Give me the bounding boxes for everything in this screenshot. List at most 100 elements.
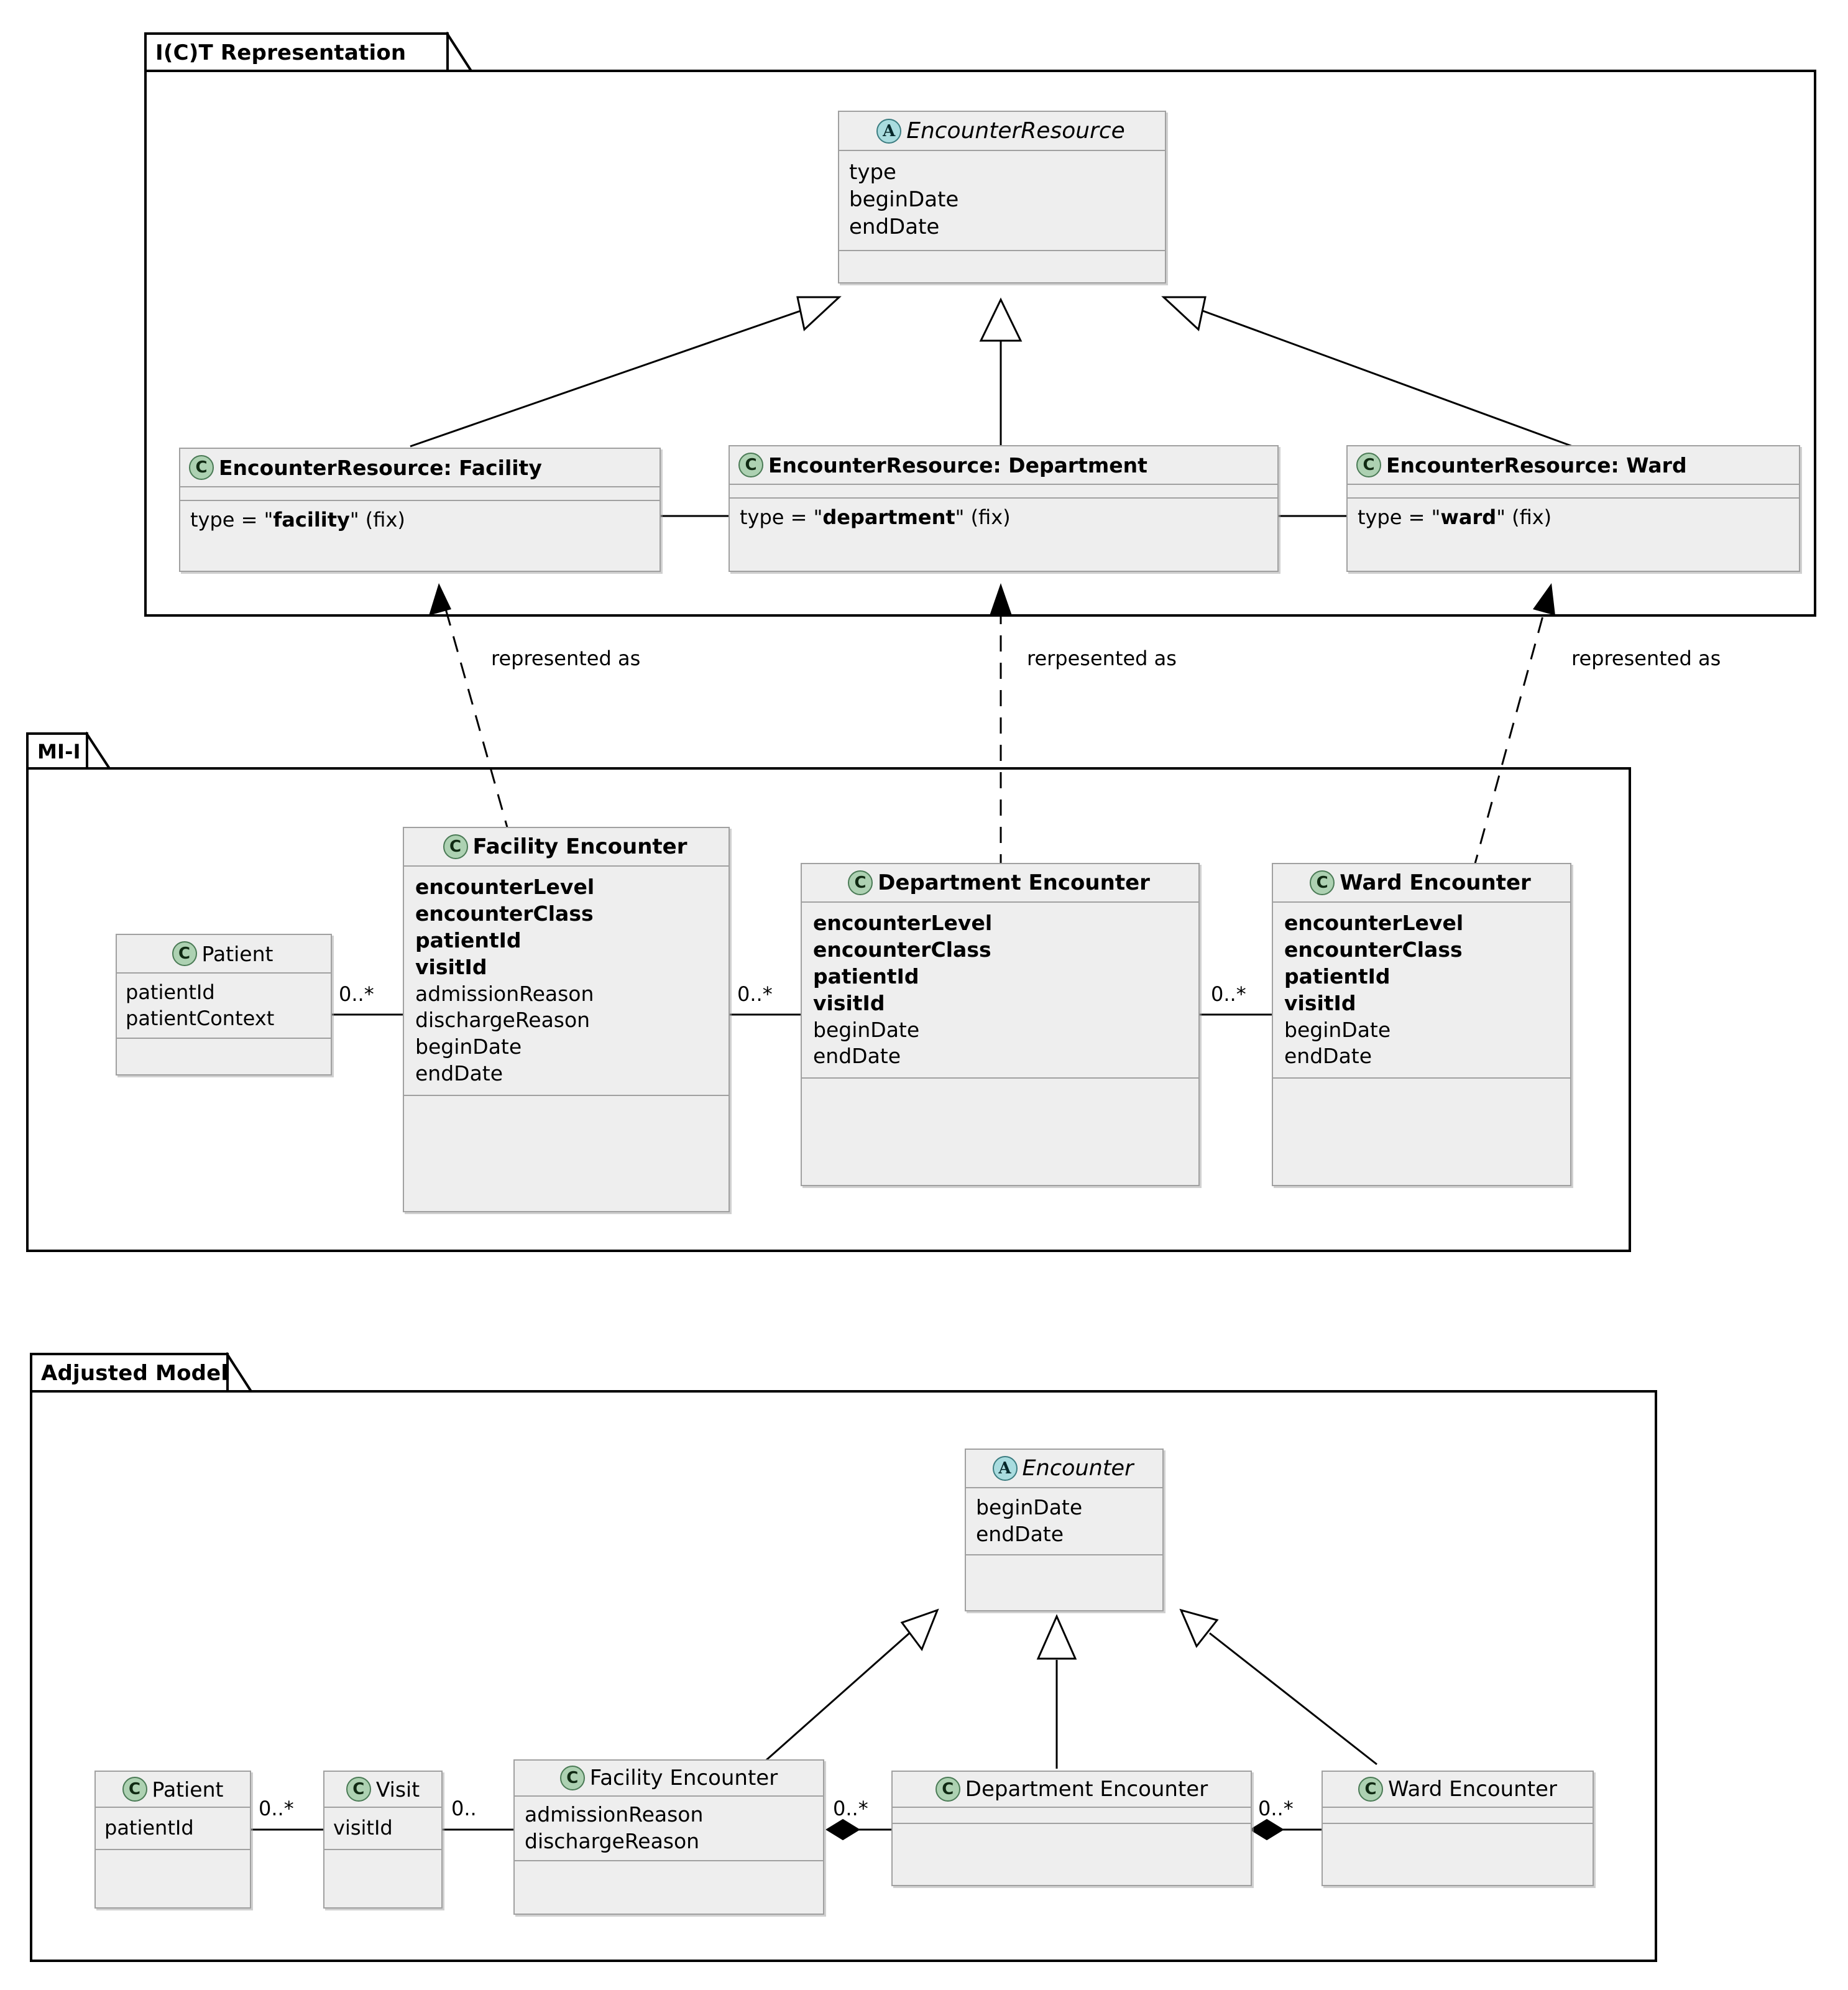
abstract-stereotype-icon: A [876,118,902,144]
multiplicity-facility-department: 0..* [737,982,773,1006]
class-stereotype-icon: C [1358,1777,1384,1802]
attribute-row: endDate [976,1521,1064,1546]
attribute-row: patientId [126,980,215,1004]
adj-multiplicity-department-ward: 0..* [1258,1797,1294,1820]
class-footer [839,251,1165,267]
package-label-ict: I(C)T Representation [155,40,407,65]
class-title: Patient [201,941,274,966]
abstract-stereotype-icon: A [992,1456,1018,1481]
attribute-row: visitId [813,990,885,1015]
class-mii-department-encounter[interactable]: C Department Encounter encounterLevel en… [801,863,1200,1186]
realization-label-ward: represented as [1571,647,1721,670]
package-tab-slant-mii [85,731,118,770]
realization-label-facility: represented as [491,647,641,670]
attribute-row: patientContext [126,1006,275,1030]
class-attributes: visitId [324,1808,441,1850]
class-header: C Facility Encounter [515,1761,823,1797]
class-encounterresource-ward[interactable]: C EncounterResource: Ward type = "ward" … [1346,445,1800,572]
attribute-row: visitId [333,1816,393,1840]
class-footer [515,1861,823,1877]
class-adj-department-encounter[interactable]: C Department Encounter [891,1771,1252,1886]
attribute-row: dischargeReason [415,1008,591,1033]
class-footer [893,1824,1251,1840]
class-attributes-empty [893,1808,1251,1824]
attribute-row: admissionReason [415,981,594,1006]
attribute-row: endDate [415,1061,503,1086]
attribute-row: type = "department" (fix) [740,505,1011,529]
class-title: Visit [375,1777,420,1802]
class-header: A EncounterResource [839,112,1165,151]
class-stereotype-icon: C [559,1766,585,1790]
attribute-row: endDate [813,1044,901,1069]
class-stereotype-icon: C [1310,870,1335,895]
class-attributes-empty [1348,485,1799,499]
class-header: C Ward Encounter [1273,864,1570,903]
class-header: C Department Encounter [802,864,1198,903]
class-header: C Visit [324,1772,441,1808]
class-attributes: type = "department" (fix) [730,499,1277,537]
class-mii-facility-encounter[interactable]: C Facility Encounter encounterLevel enco… [403,827,730,1212]
attribute-row: patientId [104,1816,194,1840]
attribute-row: type [849,160,896,185]
attribute-row: endDate [1284,1044,1372,1069]
class-attributes-empty [730,485,1277,499]
attribute-row: beginDate [849,187,959,213]
class-attributes: encounterLevel encounterClass patientId … [1273,903,1570,1079]
package-tab-ict: I(C)T Representation [144,32,449,71]
class-header: C EncounterResource: Department [730,446,1277,485]
attribute-row: patientId [813,964,919,988]
class-stereotype-icon: C [848,870,873,895]
class-adj-patient[interactable]: C Patient patientId [94,1771,251,1909]
attribute-row: admissionReason [525,1802,704,1826]
class-footer [1323,1824,1593,1840]
class-adj-visit[interactable]: C Visit visitId [323,1771,443,1909]
class-encounterresource-facility[interactable]: C EncounterResource: Facility type = "fa… [179,448,661,572]
class-title: Facility Encounter [472,834,687,859]
package-tab-slant-ict [445,31,481,72]
class-adj-encounter-abstract[interactable]: A Encounter beginDate endDate [965,1449,1164,1611]
class-footer [324,1850,441,1866]
class-header: C Department Encounter [893,1772,1251,1808]
attribute-row: visitId [415,954,487,979]
class-attributes: type beginDate endDate [839,151,1165,251]
attribute-row: patientId [415,928,522,952]
class-adj-ward-encounter[interactable]: C Ward Encounter [1322,1771,1594,1886]
adj-multiplicity-facility-department: 0..* [833,1797,868,1820]
class-header: C EncounterResource: Facility [180,449,660,487]
class-header: C Ward Encounter [1323,1772,1593,1808]
attribute-row: visitId [1284,990,1356,1015]
class-attributes: type = "ward" (fix) [1348,499,1799,537]
attribute-row: encounterClass [415,901,594,926]
package-tab-adjusted: Adjusted Model [30,1353,229,1391]
class-adj-facility-encounter[interactable]: C Facility Encounter admissionReason dis… [513,1759,824,1915]
class-title: Department Encounter [878,870,1150,895]
class-footer [966,1555,1162,1572]
attribute-row: beginDate [415,1034,522,1059]
class-attributes-empty [1323,1808,1593,1824]
attribute-row: encounterClass [813,937,991,962]
class-title: EncounterResource: Ward [1386,453,1687,477]
adj-multiplicity-visit-facility: 0.. [451,1797,477,1820]
class-header: A Encounter [966,1450,1162,1488]
class-footer [96,1850,250,1866]
class-encounterresource-abstract[interactable]: A EncounterResource type beginDate endDa… [838,111,1166,283]
class-attributes: patientId [96,1808,250,1850]
attribute-row: encounterLevel [813,911,993,935]
attribute-row: encounterLevel [415,875,595,899]
class-header: C Patient [96,1772,250,1808]
class-encounterresource-department[interactable]: C EncounterResource: Department type = "… [729,445,1279,572]
class-attributes-empty [180,487,660,501]
package-tab-mii: MI-I [26,732,88,768]
class-stereotype-icon: C [346,1777,371,1802]
class-mii-ward-encounter[interactable]: C Ward Encounter encounterLevel encounte… [1272,863,1571,1186]
multiplicity-patient-facility: 0..* [339,982,374,1006]
class-stereotype-icon: C [172,941,197,966]
adj-multiplicity-patient-visit: 0..* [259,1797,294,1820]
class-attributes: type = "facility" (fix) [180,501,660,540]
class-attributes: admissionReason dischargeReason [515,1797,823,1861]
attribute-row: encounterClass [1284,937,1463,962]
class-mii-patient[interactable]: C Patient patientId patientContext [116,934,332,1076]
class-stereotype-icon: C [738,453,763,477]
attribute-row: beginDate [1284,1017,1391,1042]
class-stereotype-icon: C [122,1777,147,1802]
